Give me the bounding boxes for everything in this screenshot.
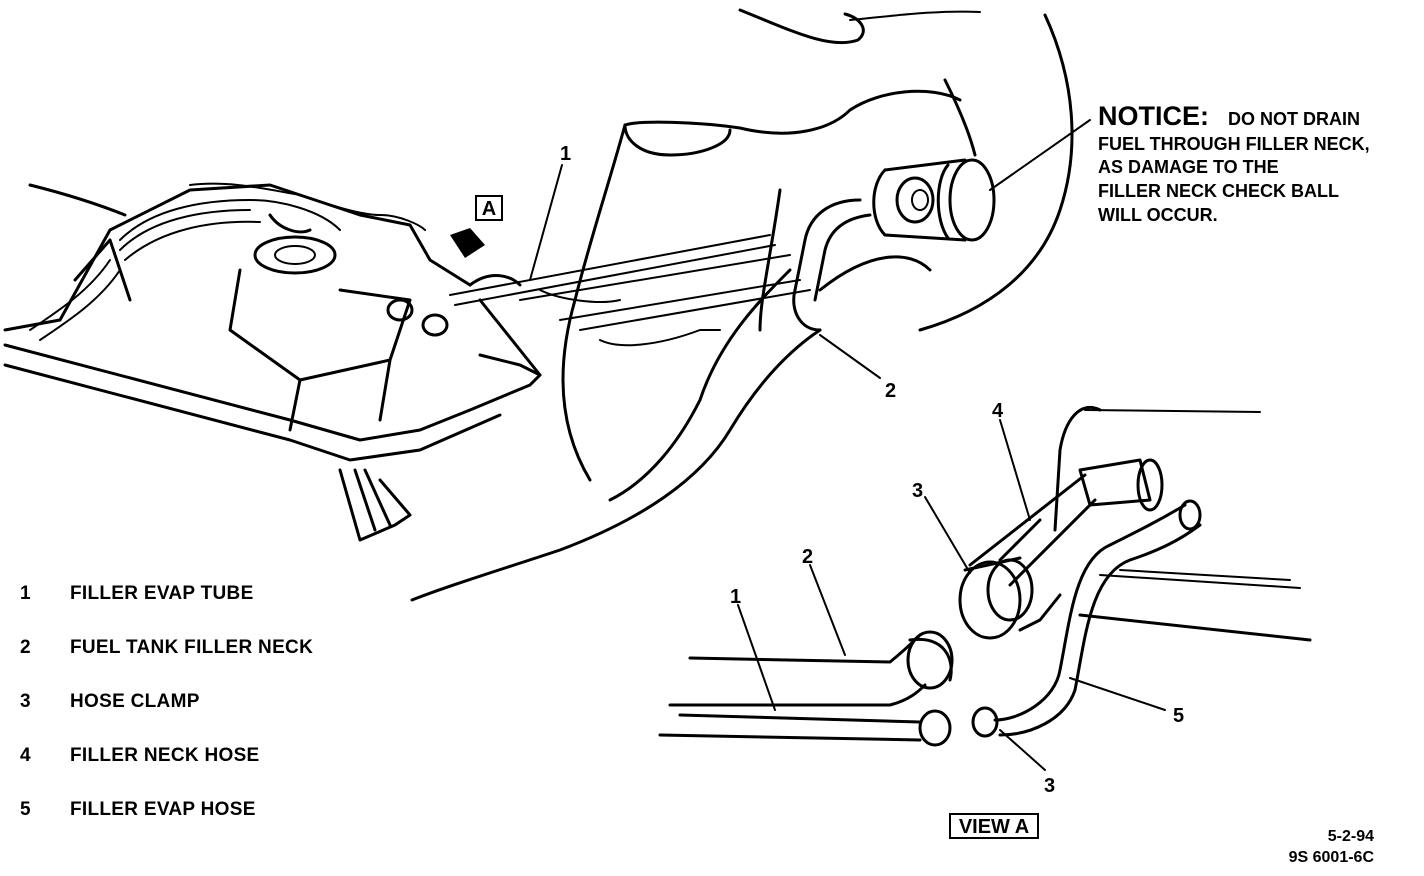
legend-item-3: 3 HOSE CLAMP <box>14 691 394 745</box>
view-marker-letter: A <box>482 198 496 220</box>
legend-label: FILLER EVAP HOSE <box>70 799 256 820</box>
callout-3-view-bottom: 3 <box>1044 775 1055 797</box>
legend-label: HOSE CLAMP <box>70 691 200 712</box>
reference-date: 5-2-94 <box>1327 828 1374 845</box>
legend-item-1: 1 FILLER EVAP TUBE <box>14 583 394 637</box>
notice-heading: NOTICE: <box>1098 101 1209 131</box>
fuel-tank <box>3 182 542 542</box>
filler-neck <box>410 158 996 602</box>
reference-code: 9S 6001-6C <box>1288 849 1374 866</box>
legend-item-2: 2 FUEL TANK FILLER NECK <box>14 637 394 691</box>
legend-label: FILLER NECK HOSE <box>70 745 260 766</box>
frame-rails <box>449 234 811 347</box>
view-arrow-icon <box>450 228 485 258</box>
legend-label: FILLER EVAP TUBE <box>70 583 254 604</box>
callout-1-view: 1 <box>730 586 741 608</box>
notice-line-5: WILL OCCUR. <box>1098 205 1218 225</box>
figure-reference: 5-2-94 9S 6001-6C <box>1289 826 1374 868</box>
callout-2-view: 2 <box>802 546 813 568</box>
notice-line-2: FUEL THROUGH FILLER NECK, <box>1098 134 1370 154</box>
callout-5-view: 5 <box>1173 705 1184 727</box>
legend-number: 3 <box>20 691 31 712</box>
view-a-marker: A <box>450 195 503 258</box>
legend-number: 5 <box>20 799 31 820</box>
legend-label: FUEL TANK FILLER NECK <box>70 637 314 658</box>
callout-4-view: 4 <box>992 400 1004 422</box>
legend-number: 4 <box>20 745 31 766</box>
main-callouts: 1 2 <box>529 119 1091 402</box>
parts-legend: 1 FILLER EVAP TUBE 2 FUEL TANK FILLER NE… <box>14 583 394 853</box>
notice-line-4: FILLER NECK CHECK BALL <box>1098 181 1339 201</box>
notice-block: NOTICE: DO NOT DRAIN FUEL THROUGH FILLER… <box>1098 101 1370 225</box>
legend-number: 2 <box>20 637 31 658</box>
legend-item-4: 4 FILLER NECK HOSE <box>14 745 394 799</box>
notice-line-1: DO NOT DRAIN <box>1228 109 1360 129</box>
callout-2-main: 2 <box>885 380 896 402</box>
view-label-box <box>949 813 1039 839</box>
callout-1-main: 1 <box>560 143 571 165</box>
legend-item-5: 5 FILLER EVAP HOSE <box>14 799 394 853</box>
notice-line-3: AS DAMAGE TO THE <box>1098 157 1279 177</box>
view-a-detail: 2 1 3 4 3 5 VIEW A <box>658 400 1312 839</box>
legend-number: 1 <box>20 583 31 604</box>
view-label: VIEW A <box>959 816 1029 838</box>
callout-3-view-top: 3 <box>912 480 923 502</box>
